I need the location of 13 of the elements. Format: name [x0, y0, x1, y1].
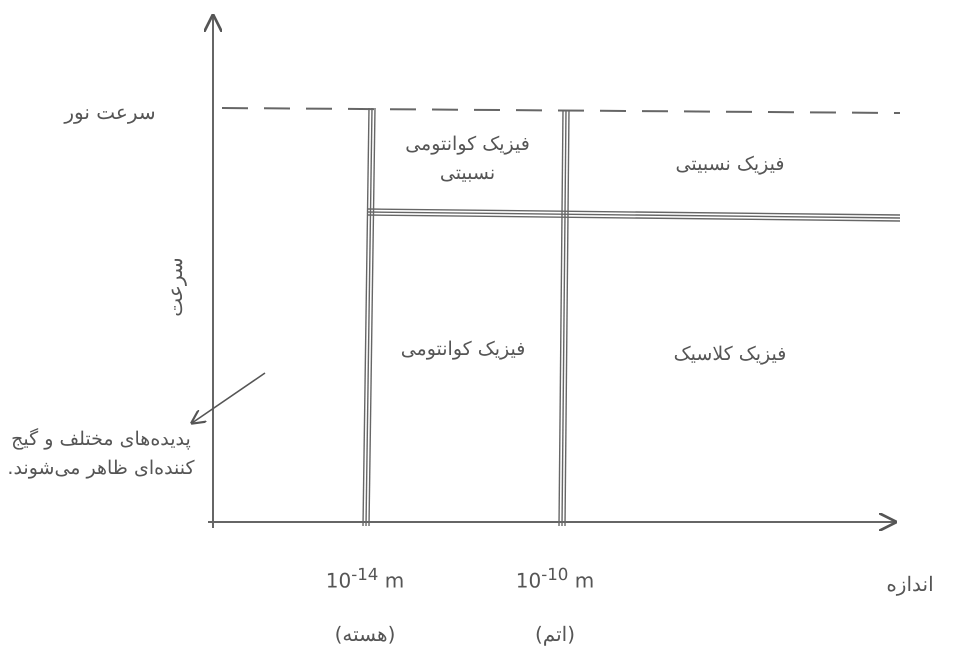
- region-label: فیزیک نسبیتی: [674, 152, 786, 177]
- region-label: فیزیک کوانتومی نسبیتی: [404, 132, 531, 186]
- tick-label: 10$^{-14}$ m: [324, 565, 406, 593]
- arrow: [190, 372, 266, 425]
- axis-label: سرعت نور: [62, 100, 157, 124]
- region-label: فیزیک کوانتومی: [400, 337, 526, 362]
- tick-label: 10$^{-10}$ m: [514, 565, 596, 593]
- axis-label: سرعت: [163, 256, 187, 319]
- axis-label: (هسته): [334, 622, 396, 646]
- axis-label: (اتم): [534, 622, 576, 646]
- region-label: فیزیک کلاسیک: [672, 342, 788, 367]
- note-text: پدیده‌های مختلف و گیج کننده‌ای ظاهر می‌شوند.: [6, 427, 196, 481]
- axis-label: اندازه: [885, 572, 935, 596]
